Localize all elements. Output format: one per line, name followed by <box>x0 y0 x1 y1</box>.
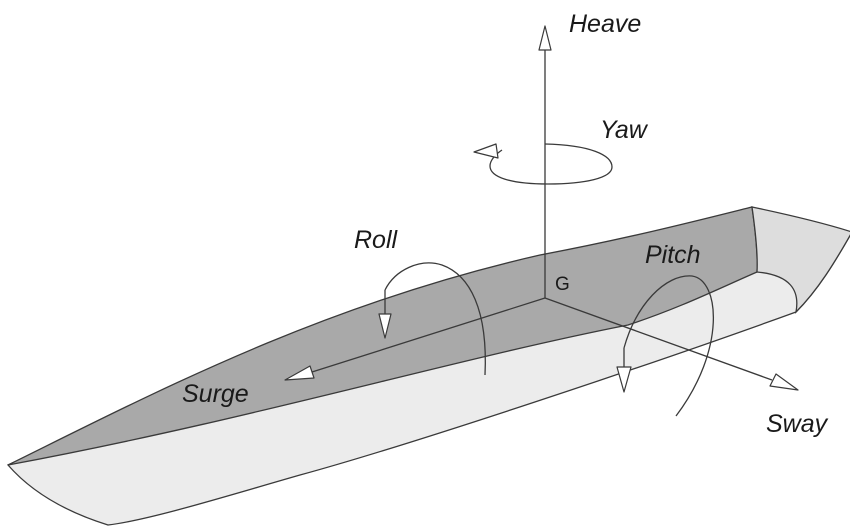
surge-arrowhead <box>284 365 315 381</box>
heave-arrowhead <box>538 25 552 51</box>
sway-axis-line <box>544 297 773 381</box>
center-of-gravity-label: G <box>555 274 570 295</box>
roll-label: Roll <box>354 226 399 254</box>
pitch-rotation-arc <box>623 275 714 417</box>
sway-label: Sway <box>766 410 829 438</box>
roll-rotation-arc <box>384 262 486 376</box>
heave-label: Heave <box>569 10 641 38</box>
sway-arrowhead <box>769 373 799 391</box>
yaw-arrowhead <box>473 143 499 159</box>
pitch-arrowhead <box>616 366 632 393</box>
pitch-label: Pitch <box>645 241 701 269</box>
surge-axis-line <box>311 297 546 373</box>
roll-arrowhead <box>378 313 392 339</box>
yaw-rotation-arc <box>489 143 613 185</box>
yaw-label: Yaw <box>600 116 649 144</box>
transom-face <box>751 206 850 314</box>
surge-label: Surge <box>182 380 249 408</box>
